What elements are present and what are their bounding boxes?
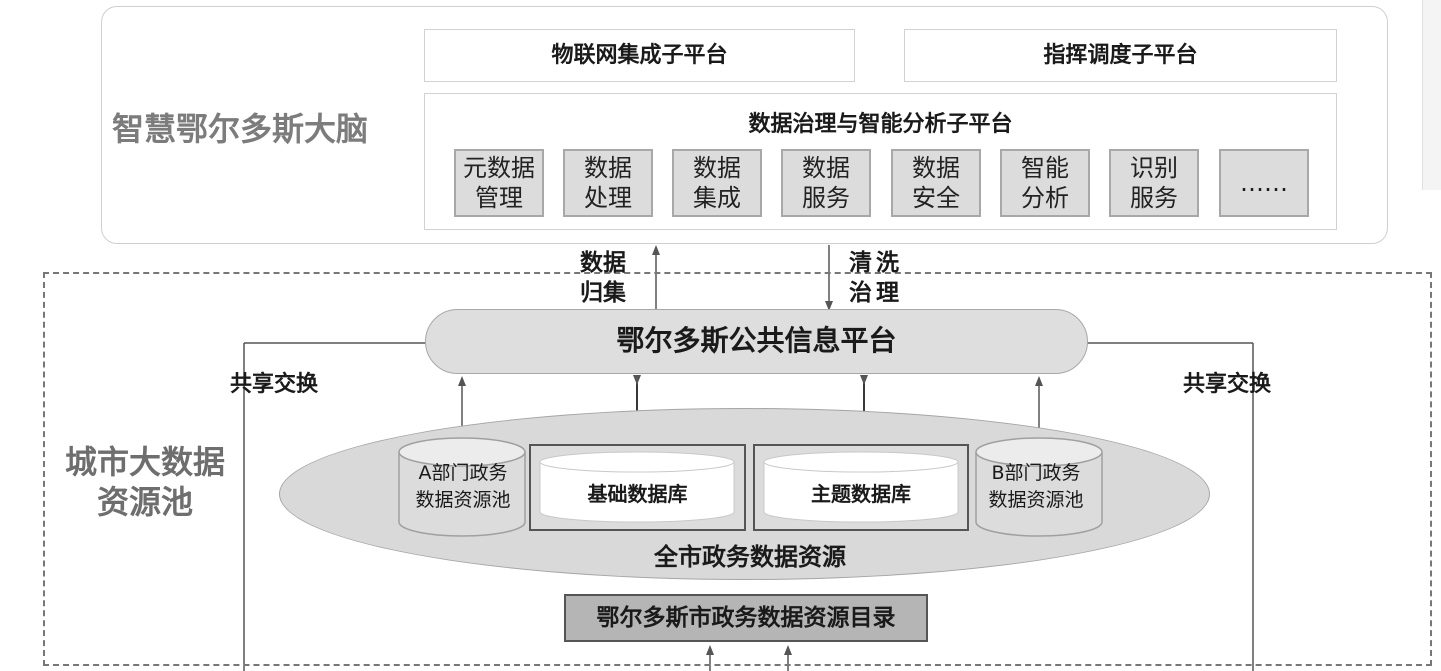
module-line: 分析: [1021, 184, 1069, 212]
module-security: 数据 安全: [891, 149, 981, 217]
flow-label-line: 数据: [580, 250, 626, 276]
module-line: 识别: [1130, 154, 1178, 182]
dept-label-line: 数据资源池: [988, 489, 1084, 511]
module-more: ……: [1219, 149, 1309, 217]
city-resources-label: 全市政务数据资源: [654, 543, 846, 571]
base-db-label: 基础数据库: [587, 482, 688, 506]
module-analysis: 智能 分析: [1000, 149, 1090, 217]
governance-platform-title: 数据治理与智能分析子平台: [748, 112, 1013, 137]
module-line: 服务: [1130, 184, 1178, 212]
big-data-pool-frame: [43, 272, 1432, 666]
pool-title-line: 资源池: [96, 483, 193, 521]
module-line: 集成: [693, 184, 741, 212]
dept-b-pool-label: B部门政务 数据资源池: [972, 460, 1100, 514]
module-line: 数据: [584, 154, 632, 182]
scrollbar[interactable]: [1422, 0, 1441, 190]
module-line: 安全: [912, 184, 960, 212]
module-recognition: 识别 服务: [1109, 149, 1199, 217]
cleaning-governance-label: 清洗 治理: [849, 248, 903, 308]
flow-label-line: 清洗: [849, 250, 903, 276]
topic-db-cylinder: [763, 451, 959, 523]
dept-label-line: 数据资源池: [415, 489, 511, 511]
public-info-platform: 鄂尔多斯公共信息平台: [425, 309, 1088, 374]
topic-db-label: 主题数据库: [811, 482, 911, 506]
flow-label-line: 治理: [849, 280, 903, 306]
module-processing: 数据 处理: [563, 149, 653, 217]
smart-brain-title: 智慧鄂尔多斯大脑: [112, 110, 369, 148]
share-exchange-left-label: 共享交换: [230, 372, 319, 397]
module-line: 智能: [1021, 154, 1069, 182]
module-line: 数据: [693, 154, 741, 182]
module-service: 数据 服务: [781, 149, 871, 217]
share-exchange-right-label: 共享交换: [1183, 372, 1272, 397]
big-data-pool-title: 城市大数据 资源池: [50, 442, 240, 522]
command-platform-box: 指挥调度子平台: [904, 29, 1337, 82]
module-line: 服务: [802, 184, 850, 212]
iot-platform-box: 物联网集成子平台: [424, 29, 855, 82]
dept-label-line: B部门政务: [991, 462, 1081, 484]
dept-b-cylinder: [975, 437, 1103, 537]
module-line: 数据: [802, 154, 850, 182]
pool-title-line: 城市大数据: [64, 443, 225, 481]
module-line: 元数据: [463, 154, 535, 182]
dept-label-line: A部门政务: [418, 462, 508, 484]
module-line: 处理: [584, 184, 632, 212]
module-metadata: 元数据 管理: [454, 149, 544, 217]
dept-a-cylinder: [398, 437, 526, 537]
module-integration: 数据 集成: [672, 149, 762, 217]
module-line: 数据: [912, 154, 960, 182]
resource-catalog-box: 鄂尔多斯市政务数据资源目录: [564, 594, 928, 642]
module-line: 管理: [475, 184, 523, 212]
flow-label-line: 归集: [580, 280, 626, 306]
dept-a-pool-label: A部门政务 数据资源池: [398, 460, 528, 514]
data-collection-label: 数据 归集: [580, 248, 626, 308]
base-db-cylinder: [539, 451, 735, 523]
